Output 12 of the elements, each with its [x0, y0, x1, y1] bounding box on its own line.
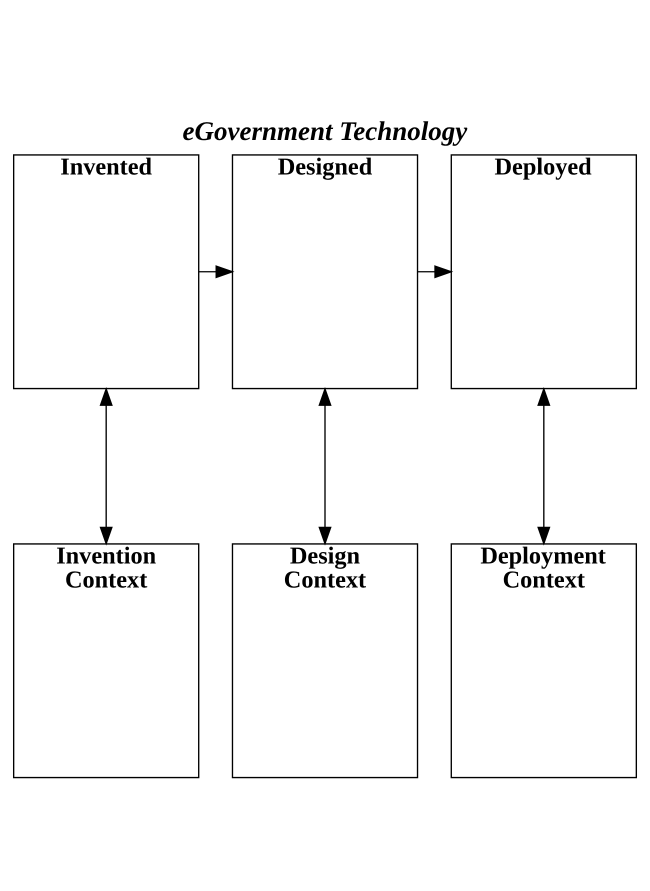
node-box: Deployed — [450, 154, 637, 389]
node-box: Invented — [12, 154, 200, 389]
arrow — [537, 386, 550, 546]
node-box: Designed — [232, 154, 418, 389]
arrow — [100, 386, 113, 546]
arrow — [418, 264, 454, 278]
node-box: Design Context — [232, 542, 418, 778]
arrow — [198, 264, 234, 278]
node-box: Deployment Context — [450, 542, 637, 778]
node-box: Invention Context — [12, 542, 200, 778]
arrow — [318, 386, 332, 546]
diagram-title: eGovernment Technology — [182, 116, 468, 146]
